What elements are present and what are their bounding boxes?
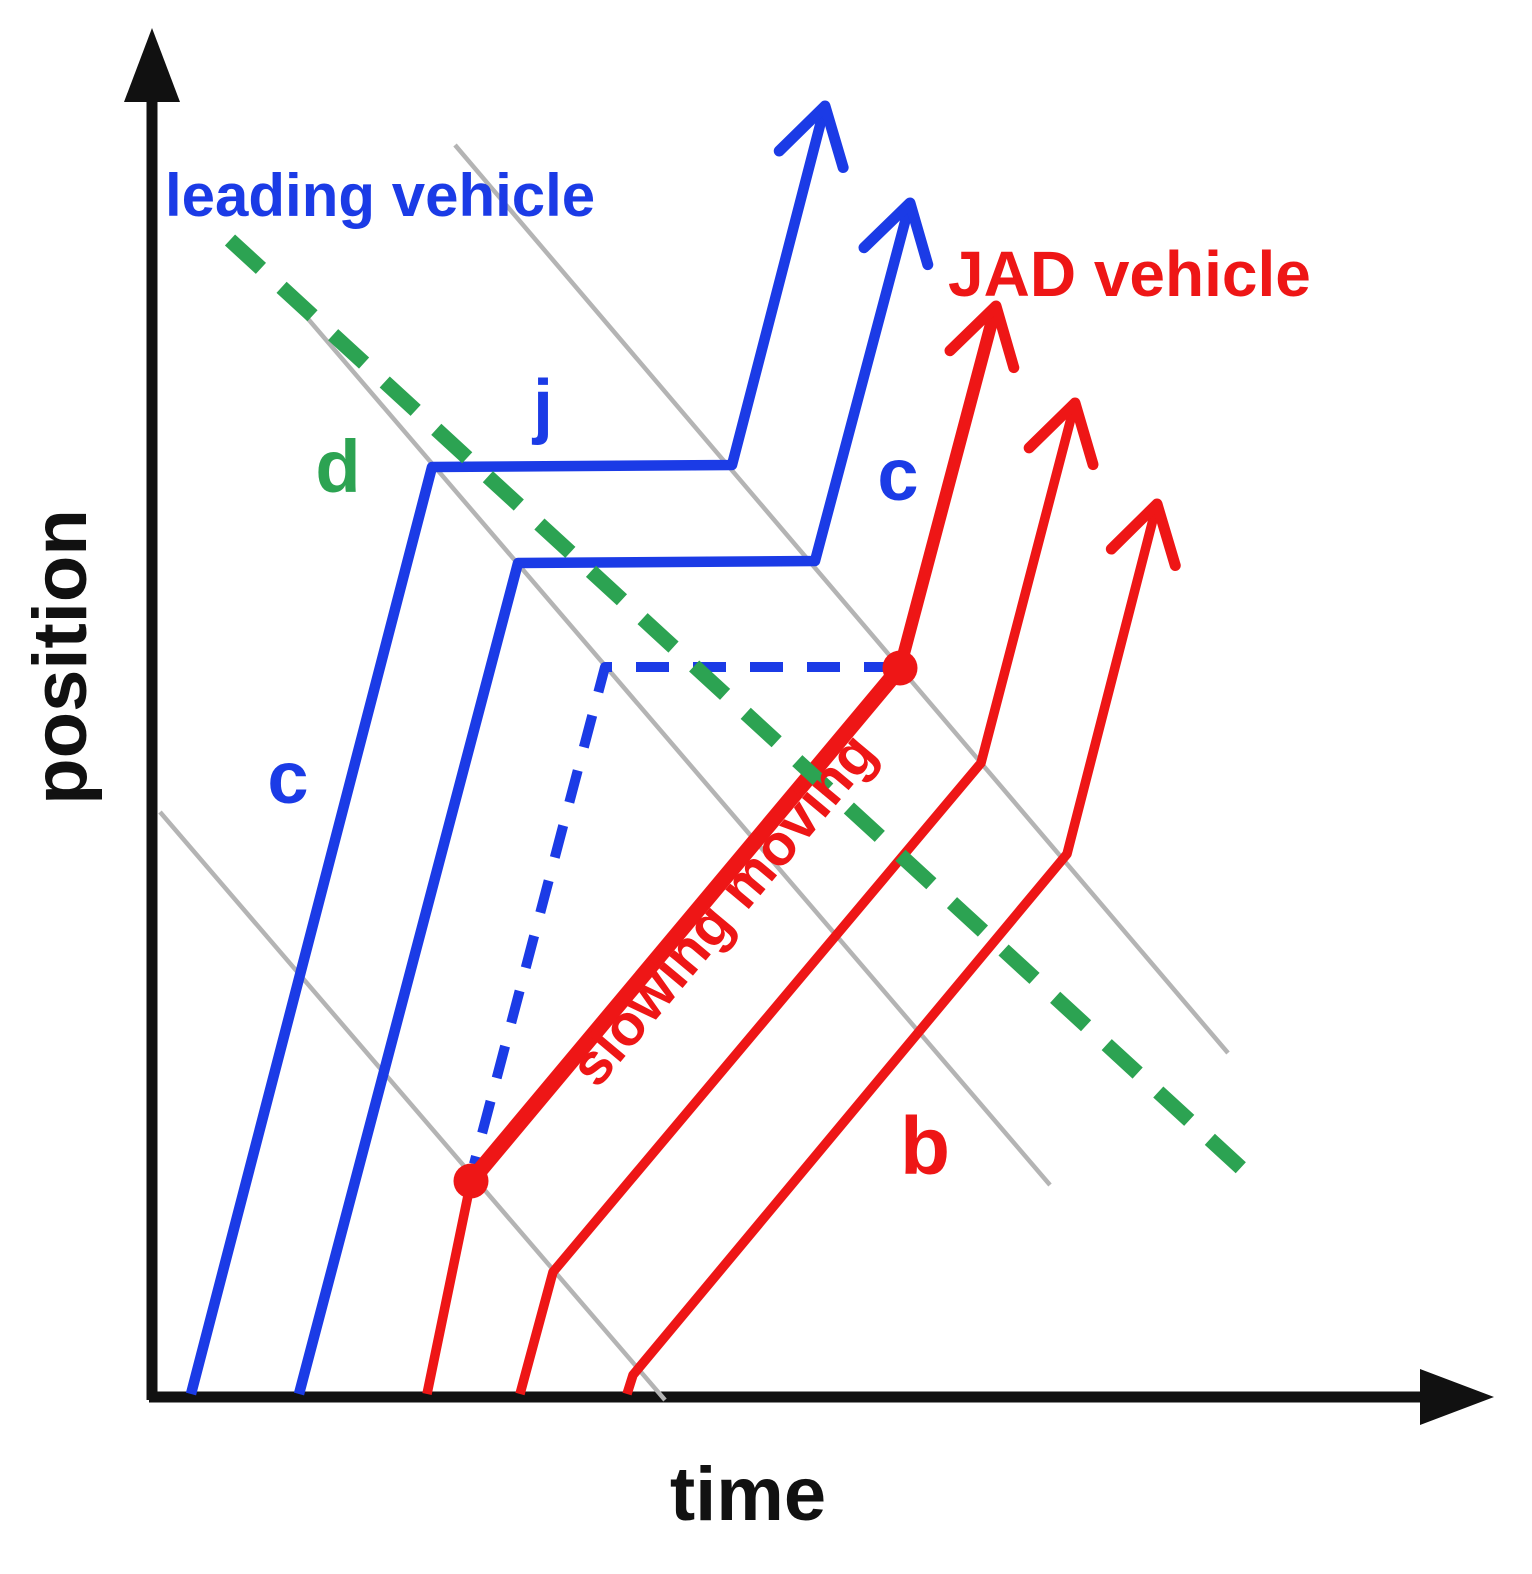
jad-follower-trajectory-1 [515,397,1099,1396]
y-axis-label: position [18,509,103,805]
leading-vehicle-trajectory-2 [293,197,934,1396]
jad-vehicle-slowing-segment [464,662,907,1187]
shockwave-line-middle [283,290,1052,1187]
slowing-start-dot [453,1163,489,1199]
leading-vehicle-label: leading vehicle [165,162,595,229]
jad-follower-trajectory-2 [622,498,1181,1396]
label-d: d [315,425,360,508]
deceleration-wave-dashed [224,234,1258,1184]
y-axis-arrowhead-icon [124,28,180,102]
shockwave-line-top [453,143,1230,1055]
virtual-trajectory-dashed [469,662,897,1166]
slowing-moving-label: slowing moving [557,721,888,1098]
leading-vehicle-trajectory-1 [185,100,849,1396]
jad-vehicle-accel-segment [893,300,1020,670]
label-c-upper: c [877,433,918,516]
label-b: b [900,1101,950,1192]
jad-vehicle-approach-segment [422,1180,476,1395]
label-c-lower: c [267,736,308,819]
label-j: j [531,366,553,446]
shockwave-line-bottom [158,810,667,1402]
x-axis-label: time [670,1452,826,1537]
jad-vehicle-label: JAD vehicle [948,238,1311,310]
x-axis-arrowhead-icon [1420,1369,1494,1425]
slowing-end-dot [882,650,918,686]
